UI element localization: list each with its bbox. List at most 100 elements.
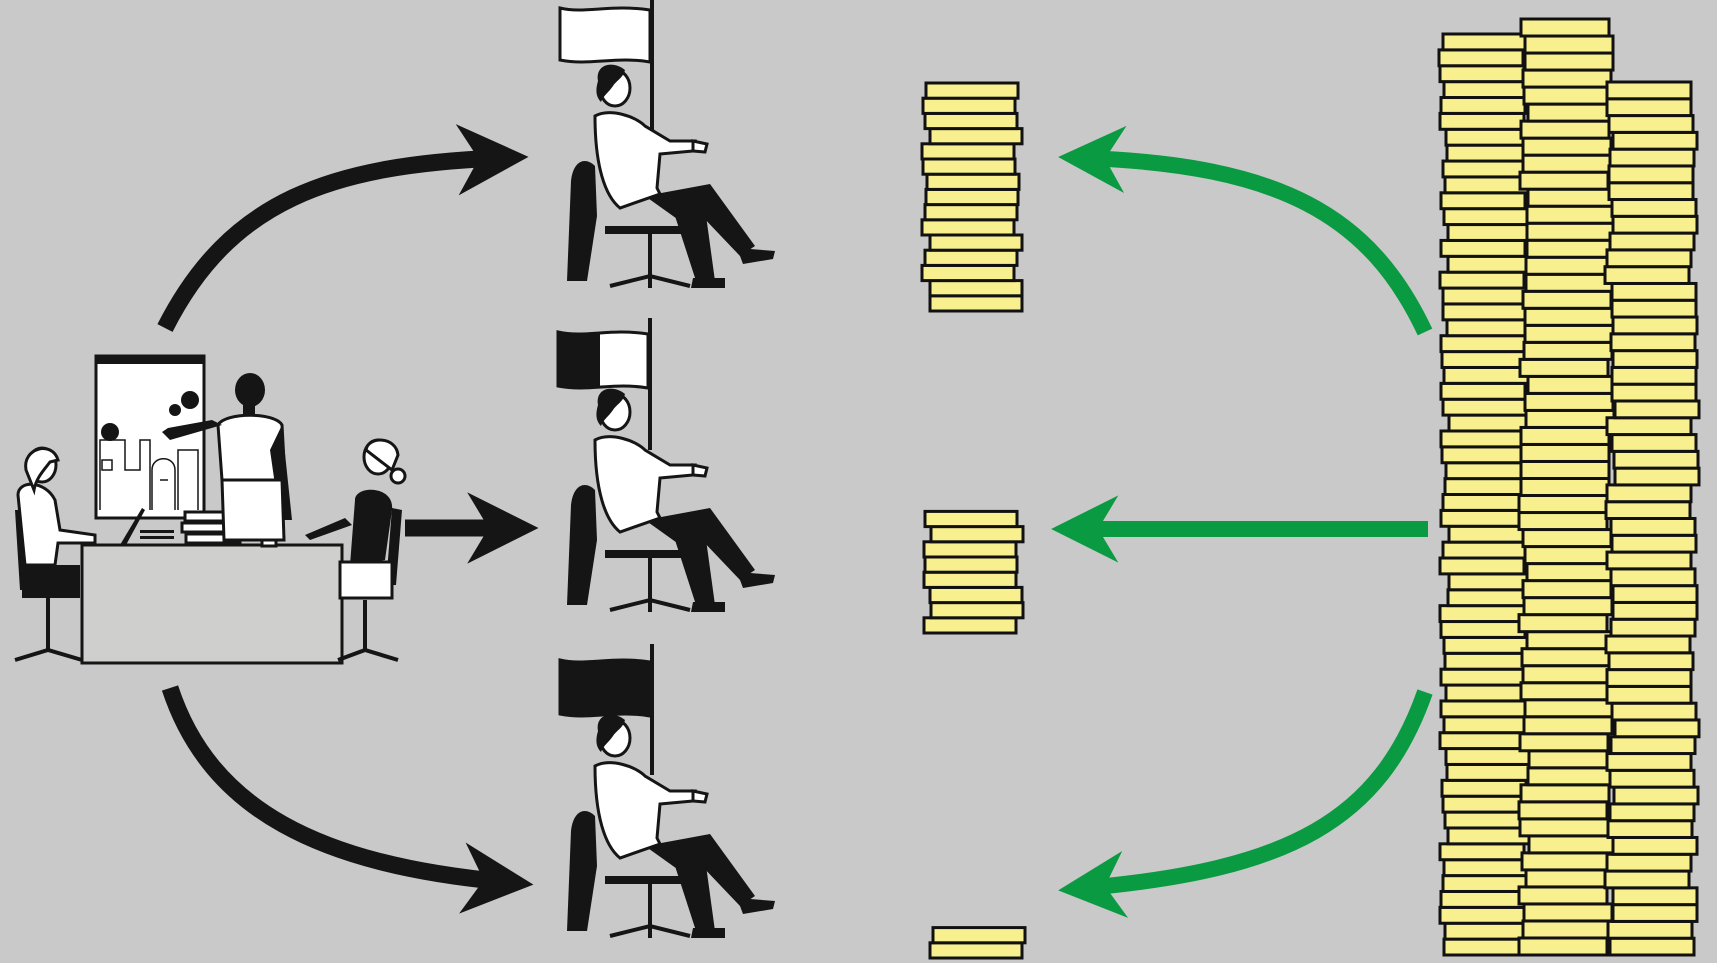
- coin: [1610, 233, 1694, 250]
- coin: [1613, 888, 1697, 905]
- coin: [1528, 104, 1616, 121]
- coin: [927, 174, 1019, 189]
- coin: [1523, 155, 1611, 172]
- coin: [1444, 939, 1528, 955]
- coin: [933, 928, 1025, 943]
- coin: [1527, 564, 1615, 581]
- coin: [1525, 700, 1613, 717]
- coin: [1441, 98, 1525, 114]
- coin: [1606, 636, 1690, 653]
- coin: [1520, 734, 1608, 751]
- coin: [1440, 733, 1524, 749]
- coin: [925, 113, 1017, 128]
- coin: [1441, 891, 1525, 907]
- coin: [1523, 666, 1611, 683]
- coin: [930, 281, 1022, 296]
- coin: [1613, 132, 1697, 149]
- coin: [1445, 177, 1529, 193]
- recipient-bottom: [560, 644, 775, 938]
- coin: [925, 250, 1017, 265]
- coin: [1526, 274, 1614, 291]
- coin: [930, 129, 1022, 144]
- coin: [1523, 138, 1611, 155]
- meeting-desk: [82, 545, 342, 663]
- coin: [1443, 542, 1527, 558]
- coin: [1442, 352, 1526, 368]
- coin: [1606, 502, 1690, 519]
- coin: [1519, 496, 1607, 513]
- coin: [1446, 129, 1530, 145]
- coin: [1525, 393, 1613, 410]
- coin: [1613, 586, 1697, 603]
- coin: [1443, 495, 1527, 511]
- coin: [1521, 461, 1609, 478]
- coin: [1528, 376, 1616, 393]
- coin: [1612, 367, 1696, 384]
- coin: [924, 572, 1016, 587]
- green-arrow-bottom: [1085, 692, 1425, 888]
- coin: [930, 296, 1022, 311]
- coin: [1441, 669, 1525, 685]
- coin: [1605, 267, 1689, 284]
- coin: [1446, 749, 1530, 765]
- coin: [1443, 288, 1527, 304]
- coin: [1521, 121, 1609, 138]
- coin: [1519, 887, 1607, 904]
- coin: [1527, 206, 1615, 223]
- coin: [1441, 336, 1525, 352]
- coin: [931, 603, 1023, 618]
- coin: [1448, 590, 1532, 606]
- coin: [1440, 272, 1524, 288]
- coin: [1528, 189, 1616, 206]
- coin: [1441, 193, 1525, 209]
- coin: [1443, 796, 1527, 812]
- coin: [1605, 871, 1689, 888]
- coin: [1609, 653, 1693, 670]
- coin-stack-top: [922, 83, 1022, 311]
- coin: [1524, 87, 1612, 104]
- coin: [1519, 802, 1607, 819]
- coin: [930, 587, 1022, 602]
- coin: [930, 943, 1022, 958]
- coin: [1613, 602, 1697, 619]
- coin: [1607, 99, 1691, 116]
- coin: [1523, 581, 1611, 598]
- coin: [1523, 921, 1611, 938]
- coin: [1441, 383, 1525, 399]
- coin: [1613, 317, 1697, 334]
- coin: [1447, 764, 1531, 780]
- coin: [1445, 653, 1529, 669]
- coin: [1612, 535, 1696, 552]
- coin: [1611, 737, 1695, 754]
- recipient-middle: [558, 318, 775, 612]
- coin: [1520, 359, 1608, 376]
- coin: [1441, 431, 1525, 447]
- flag-black-icon: [560, 660, 650, 716]
- coin: [1521, 683, 1609, 700]
- green-arrows: [1078, 158, 1428, 888]
- coin: [1441, 510, 1525, 526]
- coin: [1440, 66, 1524, 82]
- coin: [1607, 754, 1691, 771]
- coin: [925, 557, 1017, 572]
- coin: [1525, 308, 1613, 325]
- coin: [1524, 342, 1612, 359]
- coin: [1607, 552, 1691, 569]
- coin: [1441, 240, 1525, 256]
- coin: [1611, 519, 1695, 536]
- coin: [1609, 183, 1693, 200]
- coin: [1526, 410, 1614, 427]
- coin: [1443, 876, 1527, 892]
- coin: [1441, 622, 1525, 638]
- coin: [1527, 632, 1615, 649]
- coin: [1445, 479, 1529, 495]
- coin: [1608, 821, 1692, 838]
- coin: [925, 205, 1017, 220]
- coin: [1610, 770, 1694, 787]
- coin: [1441, 701, 1525, 717]
- coin: [1525, 325, 1613, 342]
- coin: [1608, 921, 1692, 938]
- recipients: [558, 0, 775, 938]
- coin: [1445, 923, 1529, 939]
- coin: [1444, 82, 1528, 98]
